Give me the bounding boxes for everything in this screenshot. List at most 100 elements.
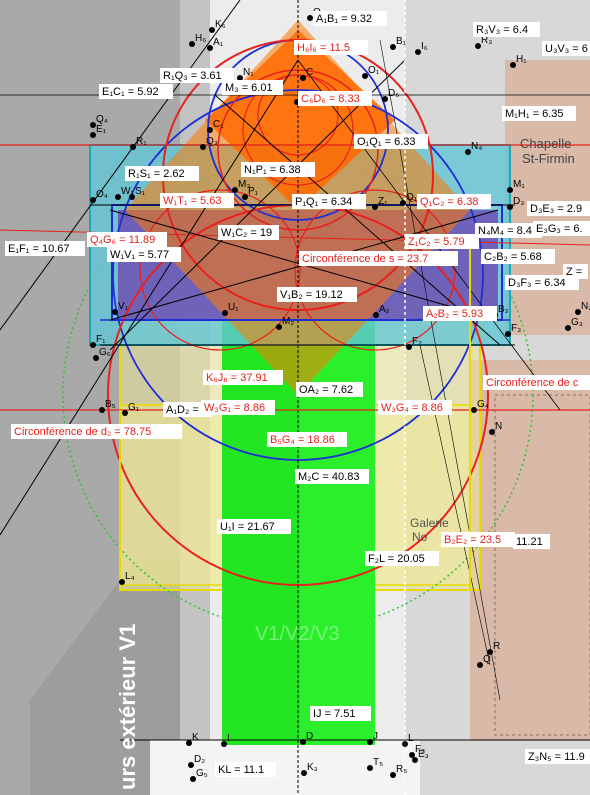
point-m3[interactable]: M₃ bbox=[232, 179, 250, 193]
measure-label-q1c2[interactable]: Q₁C₂ = 6.38 bbox=[417, 194, 491, 209]
measure-label-d3e3[interactable]: D₃E₃ = 2.9 bbox=[527, 201, 590, 216]
point-q4[interactable]: Q₄ bbox=[90, 114, 108, 128]
point-q1[interactable]: Q₁ bbox=[400, 192, 418, 206]
point-r3[interactable]: R₃ bbox=[475, 35, 492, 49]
point-n4[interactable]: N₄ bbox=[465, 141, 482, 155]
point-z1[interactable]: Z₁ bbox=[372, 196, 388, 210]
point-u1[interactable]: U₁ bbox=[222, 302, 239, 316]
point-g4[interactable]: G₄ bbox=[471, 399, 489, 413]
measure-label-circ-d2[interactable]: Circonférence de d₂ = 78.75 bbox=[11, 424, 182, 439]
measure-label-kl[interactable]: KL = 11.1 bbox=[215, 762, 276, 777]
point-l4[interactable]: L₄ bbox=[119, 571, 135, 585]
point-g6[interactable]: G₆ bbox=[93, 347, 111, 361]
measure-label-e1f1[interactable]: E₁F₁ = 10.67 bbox=[5, 241, 85, 256]
measure-label-m2c[interactable]: M₂C = 40.83 bbox=[295, 469, 369, 484]
measure-label-w1t1[interactable]: W₁T₁ = 5.63 bbox=[160, 193, 234, 208]
measure-label-b5g4[interactable]: B₅G₄ = 18.86 bbox=[267, 432, 347, 447]
point-f3[interactable]: F₃ bbox=[505, 323, 521, 337]
point-j[interactable]: J bbox=[367, 731, 378, 745]
point-q[interactable]: Q bbox=[477, 654, 491, 668]
point-d2[interactable]: D₂ bbox=[188, 754, 205, 768]
measure-label-a1d2[interactable]: A₁D₂ = bbox=[163, 402, 212, 417]
point-o1[interactable]: O₁ bbox=[362, 65, 380, 79]
measure-label-w1v1[interactable]: W₁V₁ = 5.77 bbox=[107, 247, 181, 262]
measure-label-f2l[interactable]: F₂L = 20.05 bbox=[365, 551, 439, 566]
measure-label-oa2[interactable]: OA₂ = 7.62 bbox=[296, 382, 363, 397]
point-q3[interactable]: Q₃ bbox=[200, 136, 218, 150]
measure-label-a2b2[interactable]: A₂B₂ = 5.93 bbox=[423, 306, 497, 321]
measure-label-o1q1[interactable]: O₁Q₁ = 6.33 bbox=[354, 134, 428, 149]
measure-label-p1q1[interactable]: P₁Q₁ = 6.34 bbox=[292, 194, 366, 209]
measure-label-c2b2[interactable]: C₂B₂ = 5.68 bbox=[481, 249, 555, 264]
point-b1[interactable]: B₁ bbox=[390, 36, 407, 50]
measure-label-z-eq[interactable]: Z = bbox=[563, 264, 588, 279]
measure-label-e3g3[interactable]: E₃G₃ = 6. bbox=[533, 221, 590, 236]
point-c1[interactable]: C₁ bbox=[207, 119, 224, 133]
point-n1[interactable]: N₁ bbox=[237, 67, 254, 81]
measure-label-r3v3[interactable]: R₃V₃ = 6.4 bbox=[473, 22, 540, 37]
point-e3[interactable]: E₃ bbox=[412, 749, 429, 763]
point-r5[interactable]: R₅ bbox=[390, 764, 407, 778]
measure-label-w3g4[interactable]: W₃G₄ = 8.86 bbox=[378, 400, 452, 415]
point-n[interactable]: N bbox=[489, 421, 502, 435]
red-left-circle[interactable] bbox=[139, 189, 301, 351]
point-s1[interactable]: S₁ bbox=[129, 186, 146, 200]
measure-label-e1c1[interactable]: E₁C₁ = 5.92 bbox=[99, 84, 173, 99]
point-t5[interactable]: T₅ bbox=[367, 757, 383, 771]
point-f1[interactable]: F₁ bbox=[90, 334, 106, 348]
point-h6[interactable]: H₆ bbox=[189, 33, 206, 47]
measure-label-v1b2[interactable]: V₁B₂ = 19.12 bbox=[277, 287, 357, 302]
point-f2[interactable]: F₂ bbox=[406, 336, 422, 350]
point-g3[interactable]: G₃ bbox=[565, 317, 583, 331]
measure-label-n1p1[interactable]: N₁P₁ = 6.38 bbox=[241, 162, 315, 177]
point-k3[interactable]: K₃ bbox=[301, 762, 318, 776]
measure-label-h6i6[interactable]: H₆I₆ = 11.5 bbox=[294, 40, 368, 55]
measure-label-m1h1[interactable]: M₁H₁ = 6.35 bbox=[502, 106, 576, 121]
point-g5[interactable]: G₅ bbox=[190, 768, 208, 782]
point-a2[interactable]: A₂ bbox=[373, 304, 390, 318]
measure-label-m3[interactable]: M₃ = 6.01 bbox=[222, 80, 283, 95]
measure-label-z3n5[interactable]: Z₃N₅ = 11.9 bbox=[525, 749, 590, 764]
point-b5[interactable]: B₅ bbox=[99, 399, 116, 413]
point-k[interactable]: K bbox=[186, 732, 199, 746]
diagonal-cross-3[interactable] bbox=[214, 94, 501, 346]
measure-label-z1c2[interactable]: Z₁C₂ = 5.79 bbox=[405, 234, 479, 249]
point-r[interactable]: R bbox=[487, 641, 500, 655]
measure-label-d3f3[interactable]: D₃F₃ = 6.34 bbox=[505, 275, 579, 290]
point-w1[interactable]: W₁ bbox=[115, 186, 134, 200]
measure-label-u1i[interactable]: U₁I = 21.67 bbox=[217, 519, 291, 534]
point-e1[interactable]: E₁ bbox=[90, 124, 107, 138]
diagonal-right-2[interactable] bbox=[379, 39, 501, 701]
measure-label-w3g1[interactable]: W₃G₁ = 8.86 bbox=[201, 400, 275, 415]
point-i[interactable]: I bbox=[221, 733, 230, 747]
point-h1[interactable]: H₁ bbox=[510, 54, 527, 68]
point-m1[interactable]: M₁ bbox=[507, 179, 525, 193]
point-v1[interactable]: V₁ bbox=[112, 301, 129, 315]
measure-label-a1b1[interactable]: A₁B₁ = 9.32 bbox=[313, 11, 387, 26]
point-a1[interactable]: A₁ bbox=[207, 37, 224, 51]
point-d[interactable]: D bbox=[300, 731, 313, 745]
measure-label-u3v3[interactable]: U₃V₃ = 6 bbox=[542, 41, 590, 56]
measure-label-k6j6[interactable]: K₆J₆ = 37.91 bbox=[203, 370, 283, 385]
diagonal-left-2[interactable] bbox=[0, 0, 241, 331]
measure-label-r1q3[interactable]: R₁Q₃ = 3.61 bbox=[160, 68, 234, 83]
measure-label-b2e2[interactable]: B₂E₂ = 23.5 bbox=[441, 532, 515, 547]
diagonal-cross-4[interactable] bbox=[109, 59, 406, 351]
measure-label-n4m4[interactable]: N₄M₄ = 8.4 bbox=[475, 223, 542, 238]
point-l[interactable]: L bbox=[402, 733, 414, 747]
diagonal-left-1[interactable] bbox=[0, 59, 299, 536]
point-d6[interactable]: D₆ bbox=[382, 88, 399, 102]
point-f3b[interactable]: F₃ bbox=[409, 744, 425, 758]
point-k6[interactable]: K₆ bbox=[209, 19, 226, 33]
point-o4[interactable]: O₄ bbox=[90, 189, 108, 203]
diagonal-right-3[interactable] bbox=[419, 344, 491, 666]
point-m2[interactable]: M₂ bbox=[276, 316, 294, 330]
point-i6[interactable]: I₆ bbox=[415, 41, 428, 55]
point-d3[interactable]: D₃ bbox=[507, 196, 524, 210]
measure-label-val-1121[interactable]: 11.21 bbox=[513, 534, 550, 549]
measure-label-c6d6[interactable]: C₆D₆ = 8.33 bbox=[298, 91, 372, 106]
point-p1[interactable]: P₁ bbox=[242, 186, 259, 200]
